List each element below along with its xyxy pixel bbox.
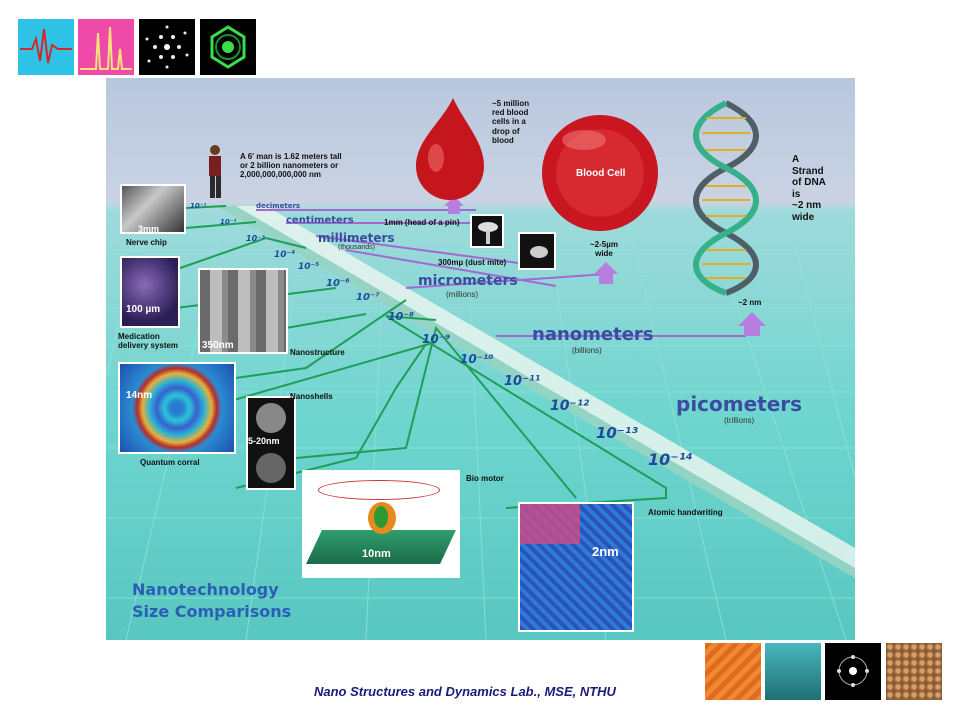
diffraction-pattern-icon [139, 19, 195, 75]
unit-picometers-sub: (trillions) [724, 416, 755, 425]
exponent-2: 10⁻² [220, 218, 237, 226]
blood-drop-caption: ~5 million red blood cells in a drop of … [492, 99, 530, 145]
footer-lab-name: Nano Structures and Dynamics Lab., MSE, … [314, 684, 616, 699]
exponent-3: 10⁻³ [246, 234, 265, 243]
medication-label: Medication delivery system [118, 332, 179, 351]
atomic-handwriting-label: Atomic handwriting [648, 508, 723, 517]
nanoshells-label: Nanoshells [290, 392, 333, 401]
spectrum-icon-cyan [18, 19, 74, 75]
diffraction-pattern-green-icon [200, 19, 256, 75]
quantum-corral-label: Quantum corral [140, 458, 200, 467]
quantum-corral-scale: 14nm [126, 390, 153, 401]
unit-micrometers-sub: (millions) [446, 290, 478, 299]
nanoparticle-texture-icon [886, 643, 942, 700]
nanoshells-image [246, 396, 296, 490]
exponent-4: 10⁻⁴ [274, 250, 296, 260]
orange-texture-icon [705, 643, 761, 700]
diffraction-pattern-icon-footer [825, 643, 881, 700]
atomic-handwriting-image [518, 502, 634, 632]
nanostructure-image [198, 268, 288, 354]
unit-millimeters-sub: (thousands) [338, 244, 375, 251]
exponent-8: 10⁻⁸ [388, 310, 414, 323]
exponent-13: 10⁻¹³ [596, 424, 638, 442]
poster-title-line1: Nanotechnology [132, 580, 279, 599]
poster-graphics [106, 98, 855, 640]
pin-caption: 1mm (head of a pin) [384, 218, 460, 227]
exponent-7: 10⁻⁷ [356, 292, 380, 303]
unit-picometers: picometers [676, 392, 803, 416]
exponent-10: 10⁻¹⁰ [460, 352, 494, 366]
nanostructure-label: Nanostructure [290, 348, 345, 357]
nerve-chip-label: Nerve chip [126, 238, 167, 247]
nerve-chip-image [120, 184, 186, 234]
quantum-corral-image [118, 362, 236, 454]
unit-centimeters: centimeters [286, 215, 354, 226]
mite-caption: 300mµ (dust mite) [438, 258, 507, 267]
exponent-6: 10⁻⁶ [326, 278, 350, 289]
dust-mite-image [518, 232, 556, 270]
exponent-11: 10⁻¹¹ [504, 374, 541, 389]
exponent-1: 10⁻¹ [190, 202, 207, 210]
nanotech-size-poster: 3mm Nerve chip 100 µm Medication deliver… [106, 78, 855, 640]
bio-motor-label: Bio motor [466, 474, 504, 483]
medication-delivery-image [120, 256, 180, 328]
nanostructure-scale: 350nm [202, 340, 234, 351]
unit-decimeters: decimeters [256, 202, 301, 210]
nanoshells-scale: 5-20nm [248, 436, 280, 446]
bio-motor-image [302, 470, 460, 578]
bio-motor-scale: 10nm [362, 548, 391, 560]
unit-nanometers: nanometers [532, 324, 654, 345]
medication-scale: 100 µm [126, 304, 161, 315]
exponent-12: 10⁻¹² [550, 398, 590, 414]
nerve-chip-scale: 3mm [138, 224, 160, 234]
exponent-9: 10⁻⁹ [422, 332, 451, 346]
unit-millimeters: millimeters [318, 231, 395, 245]
blood-cell-label: Blood Cell [576, 168, 626, 179]
dna-size: ~2 nm [738, 298, 762, 307]
unit-micrometers: micrometers [418, 273, 518, 289]
teal-texture-icon [765, 643, 821, 700]
blood-cell-size: ~2-5µm wide [590, 240, 618, 259]
dna-caption: A Strand of DNA is ~2 nm wide [792, 154, 826, 223]
pin-head-image [470, 214, 504, 248]
unit-nanometers-sub: (billions) [572, 346, 602, 355]
spectrum-icon-pink [78, 19, 134, 75]
exponent-14: 10⁻¹⁴ [648, 450, 693, 469]
atomic-handwriting-scale: 2nm [592, 544, 619, 559]
exponent-5: 10⁻⁵ [298, 262, 320, 272]
man-figure [209, 145, 221, 198]
man-caption: A 6' man is 1.62 meters tall or 2 billio… [240, 152, 342, 180]
poster-title-line2: Size Comparisons [132, 602, 292, 621]
